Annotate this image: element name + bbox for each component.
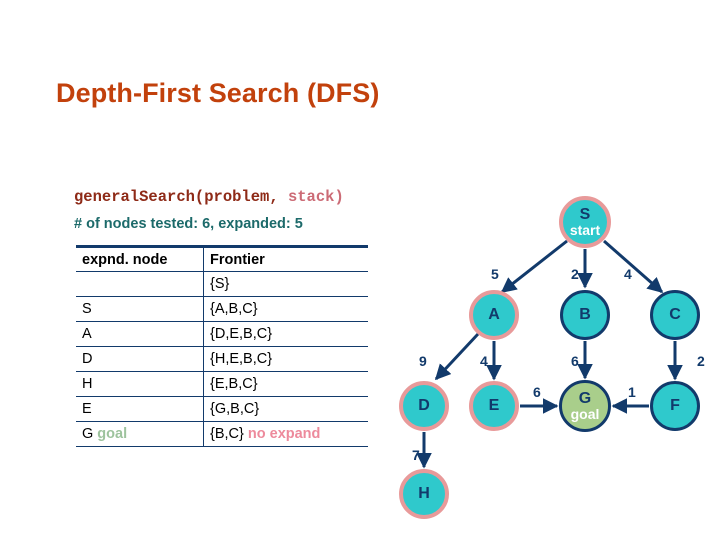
edge-cost-e-g: 6 xyxy=(533,384,541,400)
edge-cost-a-d: 9 xyxy=(419,353,427,369)
edge-A-D xyxy=(434,332,480,381)
graph-node-label: F xyxy=(670,396,680,414)
graph-node-label: B xyxy=(579,305,591,323)
cell-expanded-node: G goal xyxy=(76,421,204,447)
graph-node-a[interactable]: A xyxy=(469,290,519,340)
table-row: S{A,B,C} xyxy=(76,296,368,322)
cell-frontier: {G,B,C} xyxy=(203,396,368,422)
cell-expanded-node: H xyxy=(76,371,204,397)
cell-frontier: {E,B,C} xyxy=(203,371,368,397)
table-row: E{G,B,C} xyxy=(76,396,368,422)
graph-node-label: E xyxy=(488,396,500,414)
graph-node-e[interactable]: E xyxy=(469,381,519,431)
table-row: {S} xyxy=(76,271,368,297)
graph-node-b[interactable]: B xyxy=(560,290,610,340)
cell-expanded-node: S xyxy=(76,296,204,322)
node-stats-line: # of nodes tested: 6, expanded: 5 xyxy=(74,216,303,232)
graph-node-h[interactable]: H xyxy=(399,469,449,519)
table-row: G goal{B,C} no expand xyxy=(76,421,368,447)
edge-cost-d-h: 7 xyxy=(412,447,420,463)
cell-frontier: {H,E,B,C} xyxy=(203,346,368,372)
graph-node-label: H xyxy=(418,484,430,502)
algorithm-call-argument: stack) xyxy=(287,188,344,206)
table-row: A{D,E,B,C} xyxy=(76,321,368,347)
graph-node-label: C xyxy=(669,305,681,323)
graph-node-c[interactable]: C xyxy=(650,290,700,340)
graph-node-sublabel: goal xyxy=(570,405,600,422)
cell-frontier: {B,C} no expand xyxy=(203,421,368,447)
edge-cost-c-f: 2 xyxy=(697,353,705,369)
edge-cost-s-a: 5 xyxy=(491,266,499,282)
goal-tag: goal xyxy=(93,426,128,442)
algorithm-call-main: generalSearch(problem, xyxy=(74,188,288,206)
edge-cost-f-g: 1 xyxy=(628,384,636,400)
page-title: Depth-First Search (DFS) xyxy=(56,78,380,108)
edge-cost-s-c: 4 xyxy=(624,266,632,282)
table-row: H{E,B,C} xyxy=(76,371,368,397)
table-row: D{H,E,B,C} xyxy=(76,346,368,372)
edge-S-A xyxy=(500,239,568,294)
search-trace-table: expnd. node Frontier {S}S{A,B,C}A{D,E,B,… xyxy=(76,245,368,447)
table-body: expnd. node Frontier {S}S{A,B,C}A{D,E,B,… xyxy=(76,245,368,447)
table-header-expanded-node: expnd. node xyxy=(76,245,204,272)
edge-cost-a-e: 4 xyxy=(480,353,488,369)
edge-group xyxy=(416,239,683,469)
cell-expanded-node: E xyxy=(76,396,204,422)
graph-node-label: S xyxy=(579,206,591,224)
algorithm-call-line: generalSearch(problem, stack) xyxy=(74,188,344,206)
graph-node-sublabel: start xyxy=(569,221,601,238)
cell-frontier: {A,B,C} xyxy=(203,296,368,322)
cell-expanded-node: A xyxy=(76,321,204,347)
edge-cost-b-g: 6 xyxy=(571,353,579,369)
edge-S-C xyxy=(603,239,664,294)
cell-frontier: {D,E,B,C} xyxy=(203,321,368,347)
graph-node-f[interactable]: F xyxy=(650,381,700,431)
graph-node-label: G xyxy=(578,390,592,408)
graph-node-label: D xyxy=(418,396,430,414)
no-expand-tag: no expand xyxy=(243,426,321,442)
cell-frontier: {S} xyxy=(203,271,368,297)
graph-node-d[interactable]: D xyxy=(399,381,449,431)
table-header-frontier: Frontier xyxy=(203,245,368,272)
cell-expanded-node: D xyxy=(76,346,204,372)
graph-node-label: A xyxy=(488,305,500,323)
edge-cost-s-b: 2 xyxy=(571,266,579,282)
table-header-row: expnd. node Frontier xyxy=(76,245,368,272)
cell-expanded-node xyxy=(76,271,204,297)
